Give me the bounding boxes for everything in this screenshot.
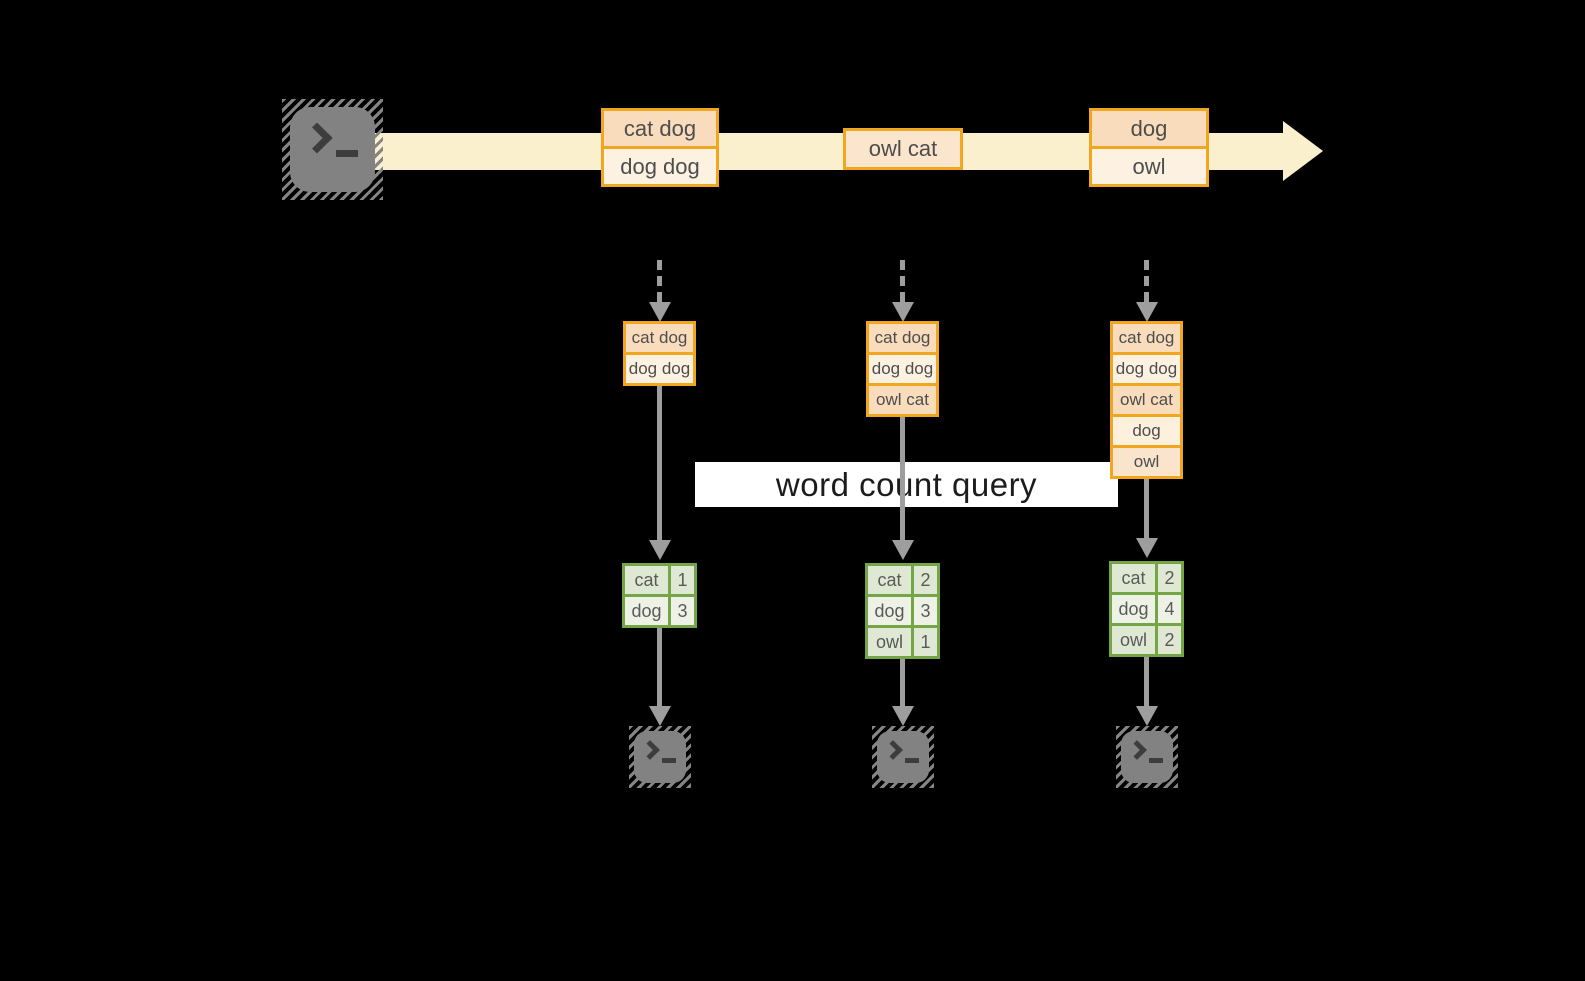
terminal-screen — [877, 731, 929, 783]
arrowhead-icon — [1136, 302, 1158, 322]
count-row: cat 1 — [625, 566, 694, 594]
word-count-table-2: cat 2 dog 3 owl 1 — [865, 563, 940, 659]
count-cell: 1 — [668, 566, 694, 594]
terminal-screen — [634, 731, 686, 783]
word-count-table-3: cat 2 dog 4 owl 2 — [1109, 561, 1184, 657]
count-cell: 1 — [911, 628, 937, 656]
prompt-cursor-icon — [336, 150, 358, 157]
count-row: owl 1 — [868, 625, 937, 656]
message-line: cat dog — [604, 111, 716, 146]
count-cell: 2 — [911, 566, 937, 594]
arrowhead-icon — [892, 302, 914, 322]
stack-row: dog — [1113, 414, 1180, 445]
stack-row: cat dog — [1113, 324, 1180, 352]
terminal-icon — [282, 99, 383, 200]
stack-row: cat dog — [869, 324, 936, 352]
stack-row: cat dog — [626, 324, 693, 352]
arrowhead-icon — [649, 302, 671, 322]
message-line: dog — [1092, 111, 1206, 146]
count-row: cat 2 — [1112, 564, 1181, 592]
query-label: word count query — [775, 465, 1038, 503]
word-cell: owl — [1119, 630, 1147, 650]
stack-row: owl cat — [869, 383, 936, 414]
terminal-screen — [290, 107, 375, 192]
terminal-icon — [1116, 726, 1178, 788]
input-stack-2: cat dog dog dog owl cat — [866, 321, 939, 417]
terminal-icon — [872, 726, 934, 788]
count-cell: 4 — [1155, 595, 1181, 623]
word-cell: dog — [631, 601, 662, 621]
count-row: dog 4 — [1112, 592, 1181, 623]
arrowhead-icon — [892, 540, 914, 560]
stream-message-2: owl cat — [843, 128, 963, 170]
count-row: owl 2 — [1112, 623, 1181, 654]
prompt-cursor-icon — [662, 758, 676, 763]
connector — [900, 659, 905, 706]
word-cell: cat — [1121, 568, 1146, 588]
dashed-connector — [1144, 260, 1149, 302]
stack-row: dog dog — [869, 352, 936, 383]
connector — [1144, 657, 1149, 706]
arrowhead-icon — [1136, 538, 1158, 558]
input-stack-3: cat dog dog dog owl cat dog owl — [1110, 321, 1183, 479]
word-cell: dog — [874, 601, 905, 621]
stream-message-3: dog owl — [1089, 108, 1209, 187]
prompt-chevron-icon — [1127, 740, 1147, 760]
count-cell: 3 — [911, 597, 937, 625]
count-row: cat 2 — [868, 566, 937, 594]
connector — [657, 628, 662, 706]
terminal-screen — [1121, 731, 1173, 783]
message-line: owl cat — [846, 131, 960, 167]
word-count-table-1: cat 1 dog 3 — [622, 563, 697, 628]
count-row: dog 3 — [625, 594, 694, 625]
prompt-chevron-icon — [301, 122, 333, 154]
terminal-icon — [629, 726, 691, 788]
count-cell: 2 — [1155, 564, 1181, 592]
word-cell: cat — [877, 570, 902, 590]
arrowhead-icon — [649, 706, 671, 726]
stream-message-1: cat dog dog dog — [601, 108, 719, 187]
count-cell: 3 — [668, 597, 694, 625]
word-cell: owl — [875, 632, 903, 652]
connector — [657, 386, 662, 540]
dashed-connector — [657, 260, 662, 302]
prompt-cursor-icon — [905, 758, 919, 763]
input-stack-1: cat dog dog dog — [623, 321, 696, 386]
count-row: dog 3 — [868, 594, 937, 625]
count-cell: 2 — [1155, 626, 1181, 654]
word-cell: dog — [1118, 599, 1149, 619]
message-line: owl — [1092, 146, 1206, 184]
arrowhead-icon — [1136, 706, 1158, 726]
connector — [1144, 479, 1149, 538]
stack-row: dog dog — [1113, 352, 1180, 383]
message-line: dog dog — [604, 146, 716, 184]
arrowhead-icon — [892, 706, 914, 726]
dashed-connector — [900, 260, 905, 302]
word-cell: cat — [634, 570, 659, 590]
stack-row: owl cat — [1113, 383, 1180, 414]
prompt-chevron-icon — [883, 740, 903, 760]
stack-row: owl — [1113, 445, 1180, 476]
connector — [900, 417, 905, 540]
prompt-chevron-icon — [640, 740, 660, 760]
prompt-cursor-icon — [1149, 758, 1163, 763]
stream-arrowhead-icon — [1283, 121, 1323, 181]
arrowhead-icon — [649, 540, 671, 560]
stack-row: dog dog — [626, 352, 693, 383]
query-label-band: word count query — [695, 462, 1118, 507]
